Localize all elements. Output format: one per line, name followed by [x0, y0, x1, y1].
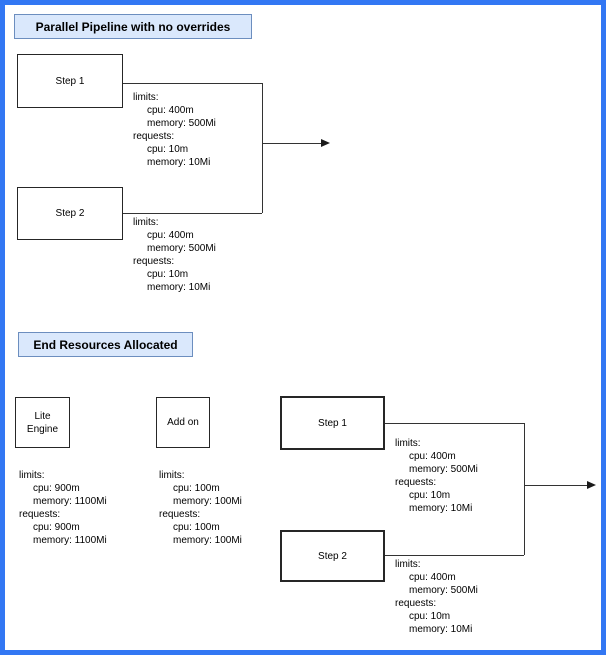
bottom-step2-resources: limits: cpu: 400m memory: 500Mi requests…	[395, 558, 478, 636]
top-step1-node: Step 1	[17, 54, 123, 108]
bottom-step1-label: Step 1	[318, 417, 347, 429]
top-step2-label: Step 2	[55, 208, 85, 219]
res-line: cpu: 100m	[173, 522, 220, 533]
bottom-step2-connector	[385, 555, 524, 556]
res-line: memory: 500Mi	[409, 585, 478, 596]
res-line: requests:	[395, 477, 437, 488]
lite-engine-resources: limits: cpu: 900m memory: 1100Mi request…	[19, 469, 107, 547]
res-line: cpu: 10m	[147, 144, 189, 155]
res-line: cpu: 900m	[33, 483, 80, 494]
res-line: cpu: 10m	[409, 611, 451, 622]
bottom-output-arrowhead-icon	[587, 480, 596, 489]
bottom-step1-connector	[385, 423, 524, 424]
res-line: memory: 10Mi	[147, 282, 211, 293]
res-line: memory: 1100Mi	[33, 535, 107, 546]
res-line: cpu: 400m	[409, 451, 456, 462]
top-step1-resources: limits: cpu: 400m memory: 500Mi requests…	[133, 91, 216, 169]
res-line: requests:	[395, 598, 437, 609]
lite-engine-node: Lite Engine	[15, 397, 70, 448]
res-line: memory: 100Mi	[173, 496, 242, 507]
res-line: cpu: 10m	[147, 269, 189, 280]
res-line: memory: 500Mi	[409, 464, 478, 475]
res-line: cpu: 400m	[409, 572, 456, 583]
res-line: memory: 1100Mi	[33, 496, 107, 507]
res-line: memory: 500Mi	[147, 243, 216, 254]
res-line: requests:	[159, 509, 201, 520]
bottom-section-title-label: End Resources Allocated	[33, 337, 178, 352]
top-section-title-label: Parallel Pipeline with no overrides	[35, 19, 231, 34]
res-line: limits:	[395, 559, 421, 570]
res-line: limits:	[133, 92, 159, 103]
add-on-node: Add on	[156, 397, 210, 448]
add-on-resources: limits: cpu: 100m memory: 100Mi requests…	[159, 469, 242, 547]
res-line: cpu: 100m	[173, 483, 220, 494]
lite-engine-label-line1: Lite	[34, 410, 51, 422]
lite-engine-label-line2: Engine	[26, 423, 59, 435]
top-step1-connector	[123, 83, 262, 84]
res-line: cpu: 900m	[33, 522, 80, 533]
bottom-step1-node: Step 1	[280, 396, 385, 450]
bottom-output-arrow-line	[524, 485, 587, 486]
res-line: memory: 100Mi	[173, 535, 242, 546]
bottom-step2-node: Step 2	[280, 530, 385, 582]
res-line: limits:	[159, 470, 185, 481]
top-step2-node: Step 2	[17, 187, 123, 240]
top-merge-connector	[262, 83, 263, 213]
bottom-step2-label: Step 2	[318, 550, 347, 562]
top-output-arrow-line	[262, 143, 322, 144]
res-line: requests:	[19, 509, 61, 520]
res-line: memory: 10Mi	[147, 157, 211, 168]
res-line: limits:	[133, 217, 159, 228]
res-line: limits:	[19, 470, 45, 481]
top-step1-label: Step 1	[55, 75, 85, 87]
res-line: memory: 10Mi	[409, 624, 473, 635]
res-line: requests:	[133, 131, 175, 142]
bottom-merge-connector	[524, 423, 525, 555]
bottom-section-title: End Resources Allocated	[18, 332, 193, 357]
top-output-arrowhead-icon	[321, 138, 330, 147]
res-line: limits:	[395, 438, 421, 449]
res-line: cpu: 400m	[147, 230, 194, 241]
bottom-step1-resources: limits: cpu: 400m memory: 500Mi requests…	[395, 437, 478, 515]
top-step2-resources: limits: cpu: 400m memory: 500Mi requests…	[133, 216, 216, 294]
top-step2-connector	[123, 213, 262, 214]
res-line: memory: 10Mi	[409, 503, 473, 514]
res-line: cpu: 10m	[409, 490, 451, 501]
res-line: cpu: 400m	[147, 105, 194, 116]
res-line: memory: 500Mi	[147, 118, 216, 129]
add-on-label: Add on	[167, 417, 199, 428]
res-line: requests:	[133, 256, 175, 267]
top-section-title: Parallel Pipeline with no overrides	[14, 14, 252, 39]
